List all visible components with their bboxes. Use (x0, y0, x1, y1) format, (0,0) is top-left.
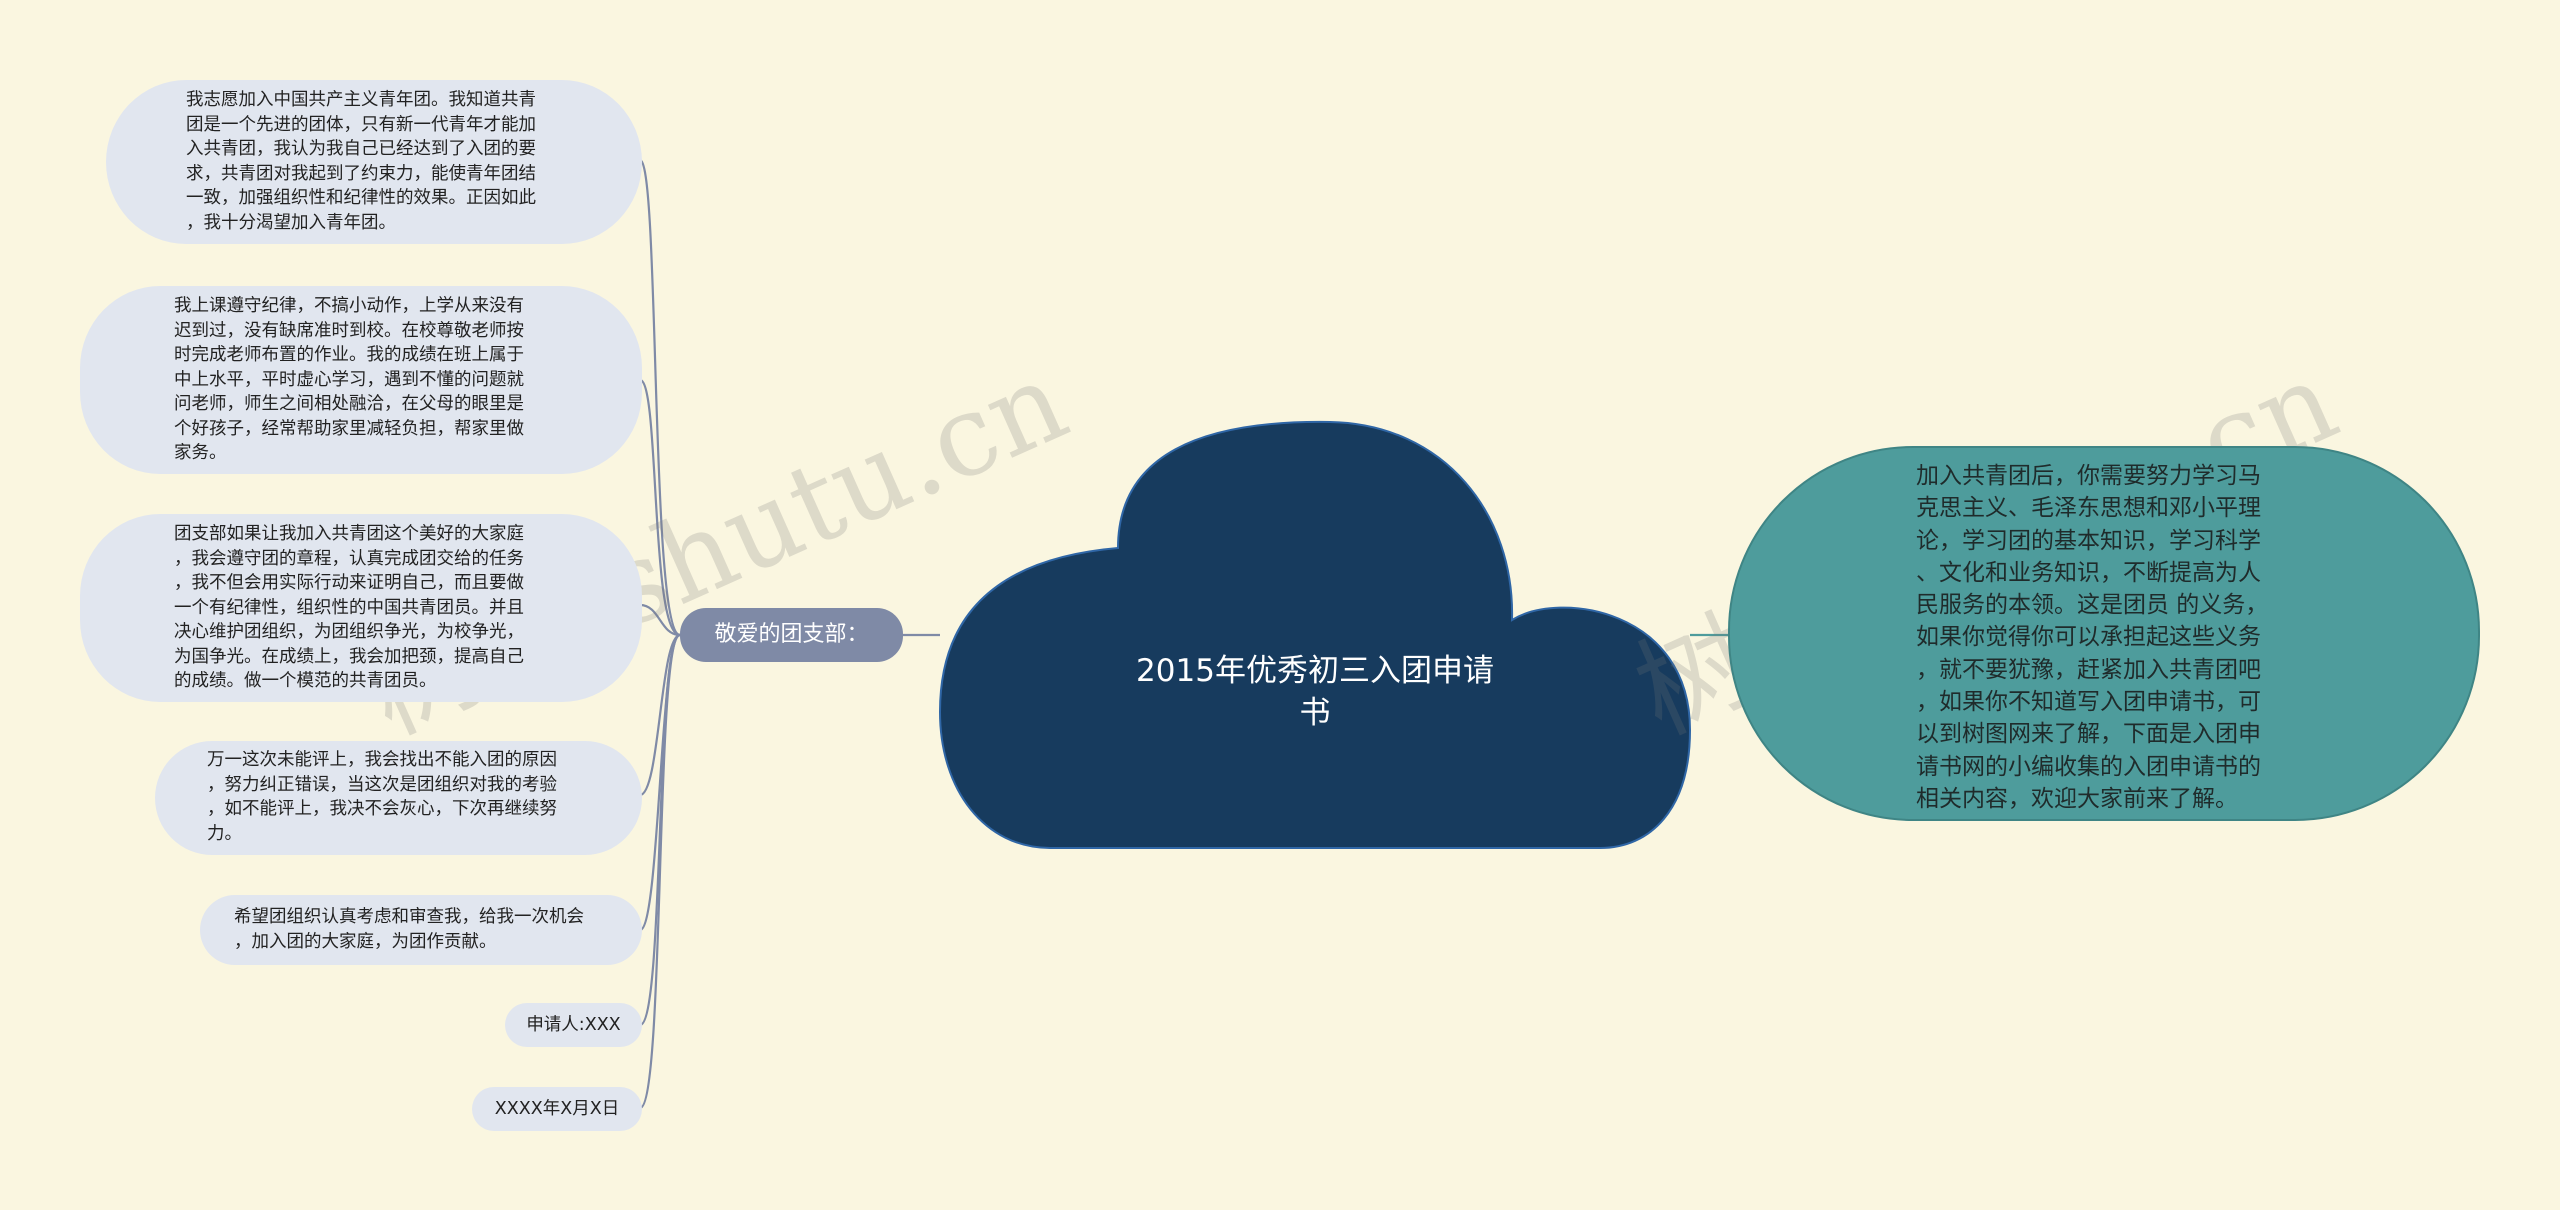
link-leaf-7 (638, 633, 682, 1110)
leaf-node-date[interactable]: XXXX年X月X日 (472, 1087, 642, 1131)
leaf-node-3[interactable]: 团支部如果让我加入共青团这个美好的大家庭 ，我会遵守团的章程，认真完成团交给的任… (80, 514, 642, 702)
link-leaf-1 (638, 158, 681, 637)
leaf-node-applicant[interactable]: 申请人:XXX (505, 1003, 642, 1047)
leaf-node-4[interactable]: 万一这次未能评上，我会找出不能入团的原因 ，努力纠正错误，当这次是团组织对我的考… (155, 741, 642, 855)
branch-node-greeting[interactable]: 敬爱的团支部： (680, 608, 903, 662)
leaf-node-5[interactable]: 希望团组织认真考虑和审查我，给我一次机会 ，加入团的大家庭，为团作贡献。 (200, 895, 642, 965)
link-leaf-2 (639, 378, 681, 637)
link-leaf-4 (639, 633, 681, 797)
leaf-node-1[interactable]: 我志愿加入中国共产主义青年团。我知道共青 团是一个先进的团体，只有新一代青年才能… (106, 80, 642, 244)
leaf-node-2[interactable]: 我上课遵守纪律，不搞小动作，上学从来没有 迟到过，没有缺席准时到校。在校尊敬老师… (80, 286, 642, 474)
link-leaf-6 (638, 633, 682, 1027)
central-topic-title[interactable]: 2015年优秀初三入团申请 书 (1136, 653, 1494, 731)
cloud-shape (938, 420, 1692, 849)
link-leaf-3 (639, 603, 681, 637)
right-node-description[interactable]: 加入共青团后，你需要努力学习马 克思主义、毛泽东思想和邓小平理 论，学习团的基本… (1728, 446, 2480, 821)
